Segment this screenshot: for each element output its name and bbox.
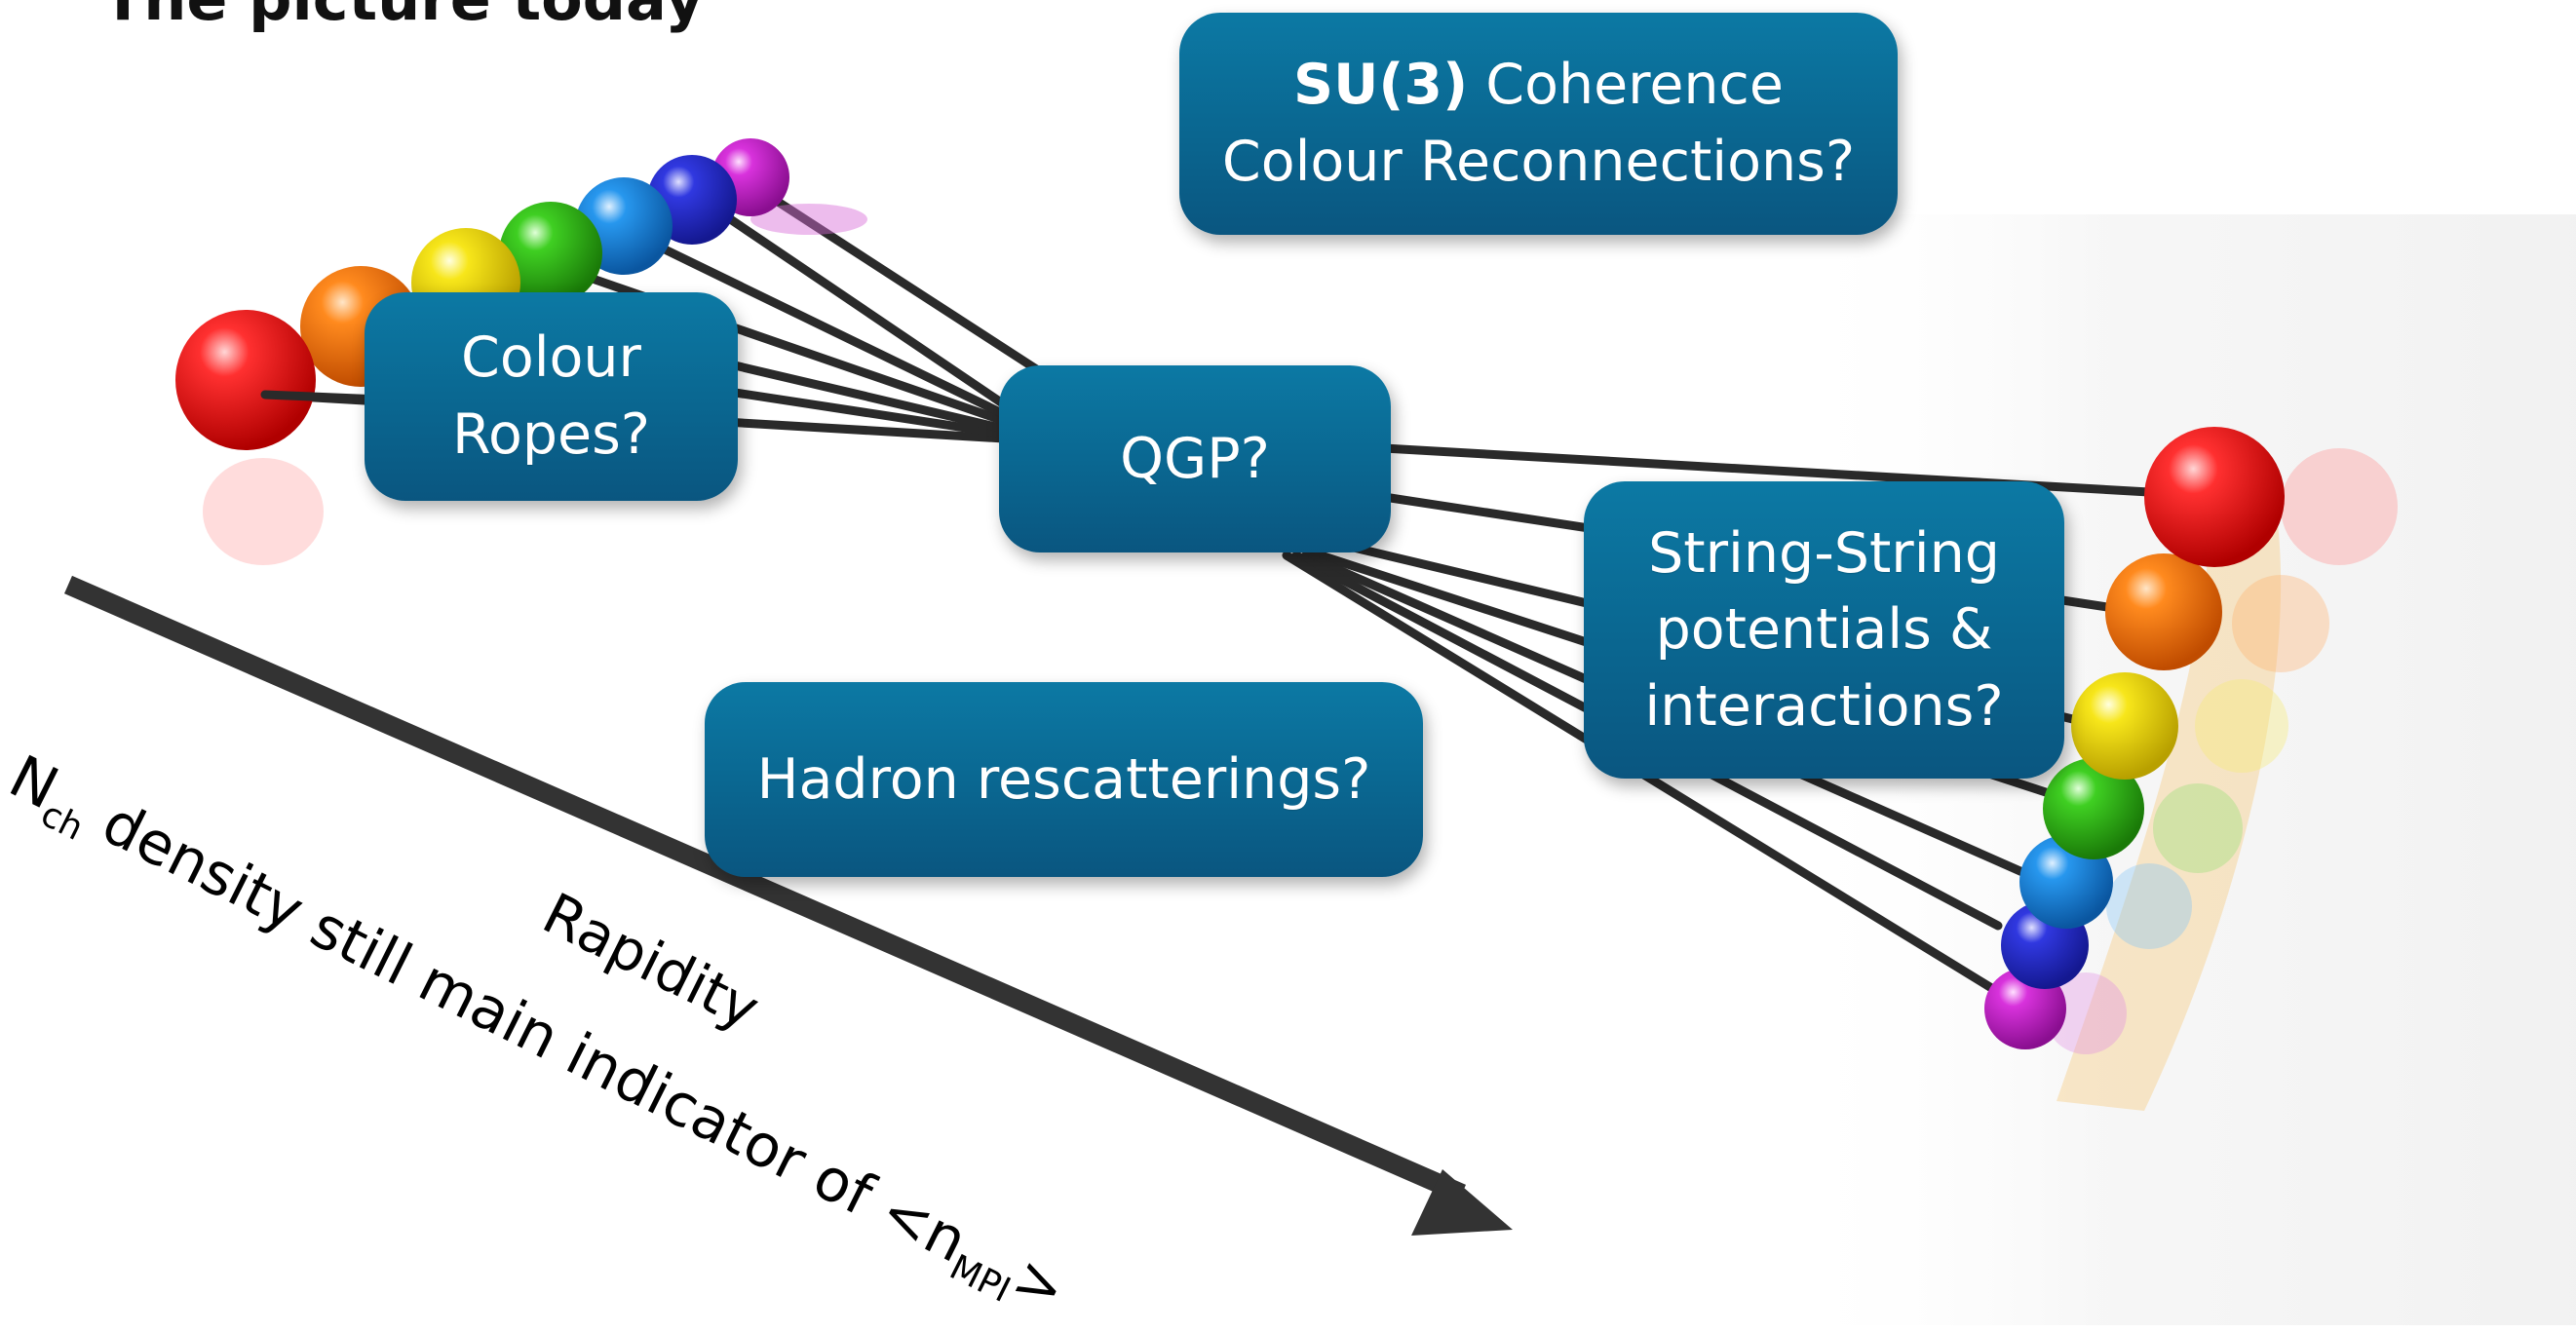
left-sphere-blur <box>750 204 867 235</box>
sphere-red <box>175 310 316 450</box>
string-line-2: potentials & <box>1655 597 1993 663</box>
page-title: The picture today <box>102 0 704 34</box>
right-sphere-ghost-orange <box>2232 575 2329 672</box>
sphere-r-yellow <box>2071 672 2178 780</box>
string-line-3: interactions? <box>1644 673 2004 739</box>
colour-ropes-box: Colour Ropes? <box>365 292 738 501</box>
right-sphere-ghost-blue <box>2106 863 2192 949</box>
string-string-box: String-String potentials & interactions? <box>1584 481 2064 779</box>
right-sphere-ghost-red <box>2281 448 2398 565</box>
sphere-green <box>499 202 602 305</box>
sphere-r-red <box>2144 427 2285 567</box>
sphere-r-green <box>2043 758 2144 859</box>
su3-line-1: SU(3) Coherence <box>1293 47 1784 124</box>
right-sphere-ghost-yellow <box>2195 679 2288 773</box>
qgp-line-1: QGP? <box>1120 426 1270 491</box>
rapidity-arrow <box>63 575 1513 1236</box>
su3-line-2: Colour Reconnections? <box>1221 130 1856 194</box>
sphere-r-orange <box>2105 553 2222 670</box>
left-sphere-shadow <box>203 458 324 565</box>
right-sphere-trail <box>2057 507 2282 1111</box>
ropes-line-2: Ropes? <box>451 402 651 467</box>
su3-bold: SU(3) <box>1293 53 1469 118</box>
su3-line-1-rest: Coherence <box>1468 53 1784 118</box>
string-line-1: String-String <box>1648 520 2000 586</box>
qgp-box: QGP? <box>999 365 1391 552</box>
hadron-line-1: Hadron rescatterings? <box>756 746 1371 812</box>
right-sphere-ghost-green <box>2153 783 2243 873</box>
ropes-line-1: Colour <box>461 325 641 391</box>
right-sphere-ghost-violet <box>2045 972 2127 1054</box>
su3-coherence-box: SU(3) Coherence Colour Reconnections? <box>1179 13 1898 235</box>
right-sphere-cluster <box>1984 427 2398 1111</box>
hadron-rescatterings-box: Hadron rescatterings? <box>705 682 1423 877</box>
